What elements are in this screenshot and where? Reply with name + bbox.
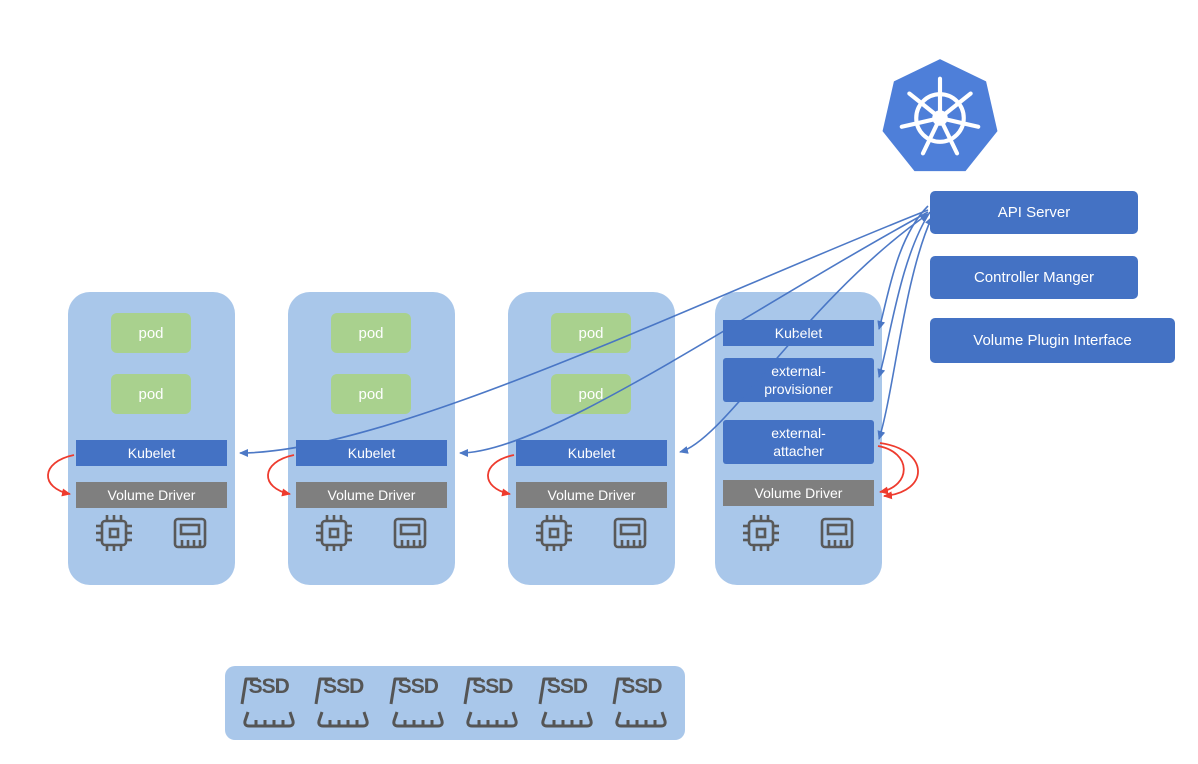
pod-label: pod [358, 324, 384, 342]
arrow-api-to-external-provisioner [877, 211, 931, 378]
ssd-label: SSD [621, 675, 662, 698]
kubelet-bar: Kubelet [76, 440, 227, 466]
kubelet-bar: Kubelet [296, 440, 447, 466]
hardware-icons-row [288, 510, 455, 556]
ssd-icon: SSD [238, 674, 300, 732]
kubernetes-logo-icon [878, 56, 1002, 180]
controller-manager-label: Controller Manger [973, 269, 1095, 286]
pod-box: pod [111, 313, 191, 353]
pod-box: pod [331, 313, 411, 353]
volume-plugin-interface-box: Volume Plugin Interface [930, 318, 1175, 363]
volume-driver-bar: Volume Driver [516, 482, 667, 508]
ssd-storage-pool: SSD SSD SSD [225, 666, 685, 740]
external-attacher-box: external- attacher [723, 420, 874, 464]
external-provisioner-label-line2: provisioner [764, 381, 833, 397]
cpu-icon [95, 515, 132, 551]
memory-icon [820, 517, 853, 549]
pod-box: pod [111, 374, 191, 414]
hardware-icons-row [508, 510, 675, 556]
ssd-icon: SSD [461, 674, 523, 732]
pod-label: pod [358, 385, 384, 403]
pod-label: pod [578, 385, 604, 403]
ssd-icon: SSD [312, 674, 374, 732]
volume-driver-bar: Volume Driver [723, 480, 874, 506]
hardware-icons-row [68, 510, 235, 556]
pod-label: pod [578, 324, 604, 342]
kubelet-bar: Kubelet [516, 440, 667, 466]
kubelet-label: Kubelet [127, 445, 176, 461]
external-provisioner-label-line1: external- [771, 362, 826, 379]
ssd-label: SSD [248, 675, 290, 698]
ssd-label: SSD [472, 675, 513, 698]
volume-driver-label: Volume Driver [327, 487, 416, 503]
ssd-icon: SSD [610, 674, 672, 732]
volume-driver-label: Volume Driver [754, 485, 843, 501]
api-server-box: API Server [930, 191, 1138, 234]
api-server-label: API Server [997, 204, 1071, 221]
memory-icon [613, 517, 646, 549]
arrow-api-to-external-attacher [877, 216, 933, 440]
volume-driver-label: Volume Driver [547, 487, 636, 503]
memory-icon [393, 517, 426, 549]
ssd-icon: SSD [387, 674, 449, 732]
kubelet-bar: Kubelet [723, 320, 874, 346]
memory-icon [173, 517, 206, 549]
ssd-icon: SSD [536, 674, 598, 732]
volume-driver-bar: Volume Driver [296, 482, 447, 508]
arrow-attacher-to-driver-node4-outer [879, 442, 919, 500]
kubelet-label: Kubelet [347, 445, 396, 461]
pod-label: pod [138, 385, 164, 403]
ssd-label: SSD [323, 675, 364, 698]
pod-box: pod [551, 313, 631, 353]
cpu-icon [315, 515, 352, 551]
worker-node-2: pod pod Kubelet Volume Driver [288, 292, 455, 585]
external-attacher-label-line2: attacher [773, 443, 824, 459]
worker-node-1: pod pod Kubelet Volume Driver [68, 292, 235, 585]
external-attacher-label-line1: external- [771, 424, 826, 441]
volume-driver-label: Volume Driver [107, 487, 196, 503]
ssd-label: SSD [397, 675, 439, 698]
pod-box: pod [551, 374, 631, 414]
hardware-icons-row [715, 510, 882, 556]
pod-box: pod [331, 374, 411, 414]
arrow-api-to-kubelet-node4 [877, 205, 929, 330]
cpu-icon [742, 515, 779, 551]
ssd-label: SSD [546, 675, 588, 698]
volume-plugin-interface-label: Volume Plugin Interface [973, 332, 1132, 349]
external-provisioner-box: external- provisioner [723, 358, 874, 402]
volume-driver-bar: Volume Driver [76, 482, 227, 508]
cpu-icon [535, 515, 572, 551]
worker-node-4-csi: Kubelet external- provisioner external- … [715, 292, 882, 585]
worker-node-3: pod pod Kubelet Volume Driver [508, 292, 675, 585]
kubelet-label: Kubelet [567, 445, 616, 461]
pod-label: pod [138, 324, 164, 342]
kubelet-label: Kubelet [774, 325, 823, 341]
controller-manager-box: Controller Manger [930, 256, 1138, 299]
